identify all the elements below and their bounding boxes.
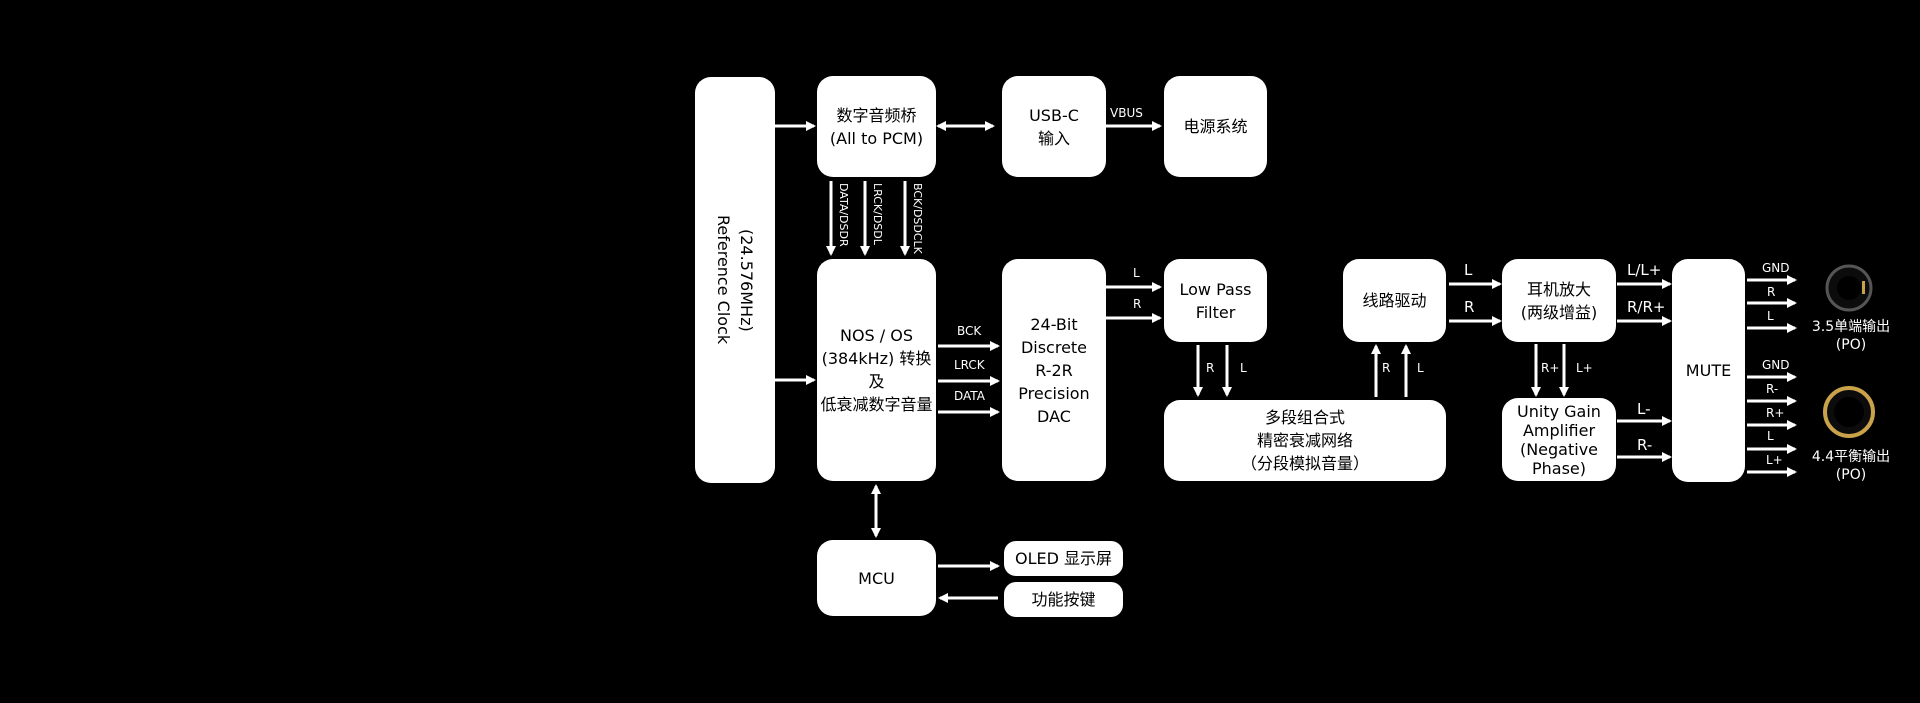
low-pass-filter-label: Low Pass Filter (1179, 279, 1252, 322)
lpf-in-r-label: R (1133, 297, 1142, 311)
hp-out-l-label: L/L+ (1627, 261, 1662, 279)
unity-gain-amp-label: Unity Gain Amplifier (Negative Phase) (1517, 401, 1601, 478)
attenuation-network-block: 多段组合式 精密衰减网络 （分段模拟音量） (1164, 400, 1446, 481)
oled-display-block: OLED 显示屏 (1004, 541, 1123, 576)
jack-35-icon (1825, 264, 1873, 312)
reference-clock-label: (24.576MHz) Reference Clock (714, 215, 756, 345)
bal-lp-label: L+ (1766, 453, 1783, 467)
balanced-output-label: 4.4平衡输出 (PO) (1811, 449, 1891, 483)
se-l-label: L (1767, 309, 1774, 323)
r2r-dac-label: 24-Bit Discrete R-2R Precision DAC (1018, 314, 1090, 426)
bal-rp-label: R+ (1766, 406, 1785, 420)
split-rp-label: R+ (1541, 361, 1560, 375)
headphone-amp-block: 耳机放大 (两级增益) (1502, 259, 1616, 342)
low-pass-filter-block: Low Pass Filter (1164, 259, 1267, 342)
function-keys-block: 功能按键 (1004, 582, 1123, 617)
driver-out-l-label: L (1464, 261, 1473, 279)
lpf-out-l-label: L (1240, 361, 1247, 375)
vbus-label: VBUS (1110, 106, 1143, 120)
lrck-dsdl-label: LRCK/DSDL (871, 183, 884, 245)
bck-dsdclk-label: BCK/DSDCLK (911, 183, 924, 254)
jack-44-icon (1823, 386, 1875, 438)
split-lp-label: L+ (1576, 361, 1593, 375)
digital-audio-bridge-block: 数字音频桥 (All to PCM) (817, 76, 936, 177)
mute-label: MUTE (1685, 361, 1732, 380)
headphone-amp-label: 耳机放大 (两级增益) (1520, 279, 1598, 322)
reference-clock-block: (24.576MHz) Reference Clock (695, 77, 775, 483)
r2r-dac-block: 24-Bit Discrete R-2R Precision DAC (1002, 259, 1106, 481)
se-gnd-label: GND (1762, 261, 1790, 275)
driver-out-r-label: R (1464, 298, 1475, 316)
mcu-label: MCU (858, 568, 895, 588)
line-driver-block: 线路驱动 (1343, 259, 1446, 342)
usb-c-input-block: USB-C 输入 (1002, 76, 1106, 177)
data-label: DATA (954, 389, 985, 403)
hp-out-r-label: R/R+ (1627, 298, 1666, 316)
mcu-block: MCU (817, 540, 936, 616)
unity-out-rm-label: R- (1637, 436, 1653, 454)
unity-out-lm-label: L- (1637, 400, 1651, 418)
atten-out-l-label: L (1417, 361, 1424, 375)
bal-l-label: L (1767, 429, 1774, 443)
lpf-out-r-label: R (1206, 361, 1215, 375)
oled-display-label: OLED 显示屏 (1014, 549, 1113, 568)
data-dsdr-label: DATA/DSDR (837, 183, 850, 247)
bck-label: BCK (957, 324, 982, 338)
digital-audio-bridge-label: 数字音频桥 (All to PCM) (829, 105, 924, 148)
power-system-block: 电源系统 (1164, 76, 1267, 177)
mute-block: MUTE (1672, 259, 1745, 482)
usb-c-input-label: USB-C 输入 (1029, 105, 1079, 148)
attenuation-network-label: 多段组合式 精密衰减网络 （分段模拟音量） (1240, 408, 1369, 473)
power-system-label: 电源系统 (1183, 117, 1248, 136)
function-keys-label: 功能按键 (1031, 590, 1096, 609)
se-r-label: R (1767, 285, 1776, 299)
nos-os-label: NOS / OS (384kHz) 转换 及 低衰减数字音量 (820, 326, 933, 414)
bal-rm-label: R- (1766, 382, 1779, 396)
lpf-in-l-label: L (1133, 266, 1140, 280)
nos-os-block: NOS / OS (384kHz) 转换 及 低衰减数字音量 (817, 259, 936, 481)
lrck-label: LRCK (954, 358, 985, 372)
bal-gnd-label: GND (1762, 358, 1790, 372)
line-driver-label: 线路驱动 (1362, 291, 1427, 310)
unity-gain-amp-block: Unity Gain Amplifier (Negative Phase) (1502, 398, 1616, 481)
atten-out-r-label: R (1382, 361, 1391, 375)
se-output-label: 3.5单端输出 (PO) (1811, 319, 1891, 353)
